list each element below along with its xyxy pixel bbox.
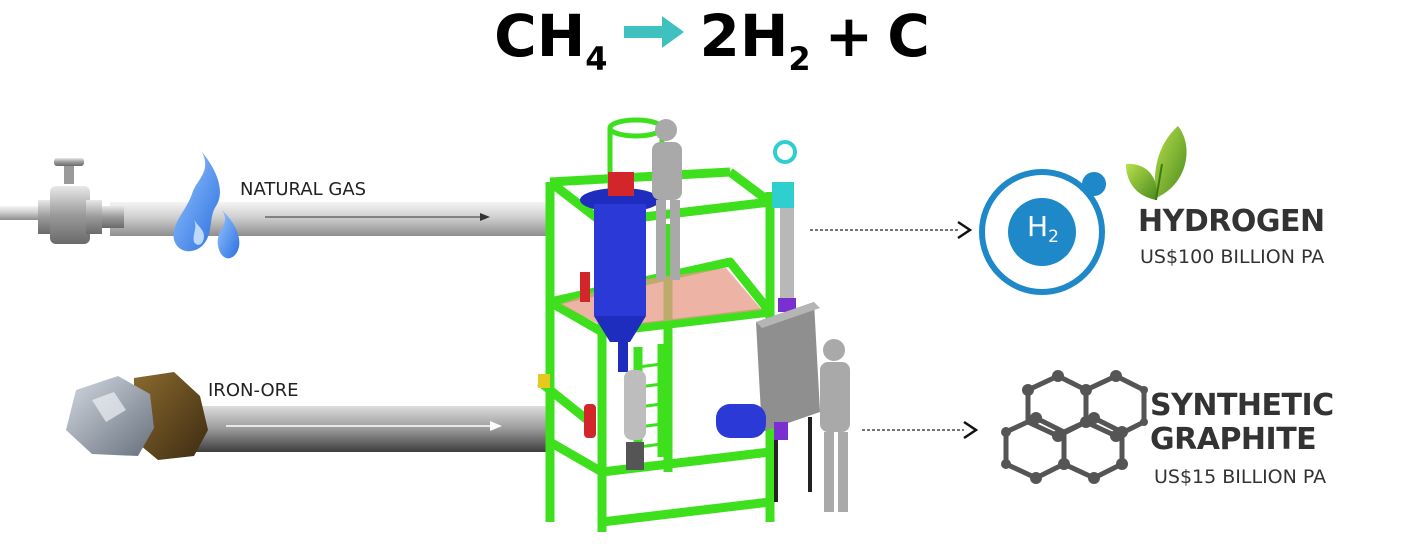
gas-flame-icon	[173, 152, 240, 259]
reactant-subscript: 4	[585, 40, 608, 78]
reaction-arrow-icon	[623, 16, 684, 48]
hydrogen-value: US$100 BILLION PA	[1140, 246, 1325, 268]
graphite-name-line1: SYNTHETIC	[1150, 388, 1334, 423]
plant-frame	[537, 167, 775, 532]
filter-vessel	[624, 370, 646, 470]
reactor-vessel	[580, 172, 660, 372]
graphite-value: US$15 BILLION PA	[1154, 466, 1327, 488]
iron-ore-rock-icon	[66, 372, 208, 460]
reactant-formula: CH	[494, 2, 586, 70]
hydrogen-molecule-icon	[979, 169, 1106, 295]
hydrogen-name: HYDROGEN	[1138, 204, 1325, 239]
hydrogen-badge-letter: H	[1027, 210, 1049, 243]
hydrogen-formula: 2H	[699, 2, 789, 70]
leaf-icon	[1126, 126, 1187, 201]
graphite-output-arrow	[862, 420, 979, 440]
hydrogen-outlet-column	[772, 140, 797, 312]
iron-ore-label: IRON-ORE	[208, 380, 299, 401]
valve-yellow	[538, 374, 550, 388]
plus-sign: +	[824, 2, 874, 70]
hydrogen-output-arrow	[810, 220, 973, 240]
carbon-formula: C	[887, 2, 930, 70]
iron-ore-pipe	[180, 406, 548, 452]
gas-valve-icon	[38, 158, 124, 244]
natural-gas-label: NATURAL GAS	[240, 179, 367, 200]
graphite-lattice-icon	[1001, 370, 1148, 484]
worker-figure-top	[652, 119, 682, 280]
worker-figure-bottom	[820, 339, 850, 512]
graphite-name-line2: GRAPHITE	[1150, 422, 1317, 457]
reactor-plant-illustration	[537, 117, 850, 532]
extinguisher	[584, 404, 596, 438]
graphite-collection-unit	[756, 302, 820, 502]
hydrogen-subscript: 2	[788, 40, 811, 78]
lower-tank	[716, 404, 788, 440]
hydrogen-badge-subscript: 2	[1048, 227, 1059, 247]
